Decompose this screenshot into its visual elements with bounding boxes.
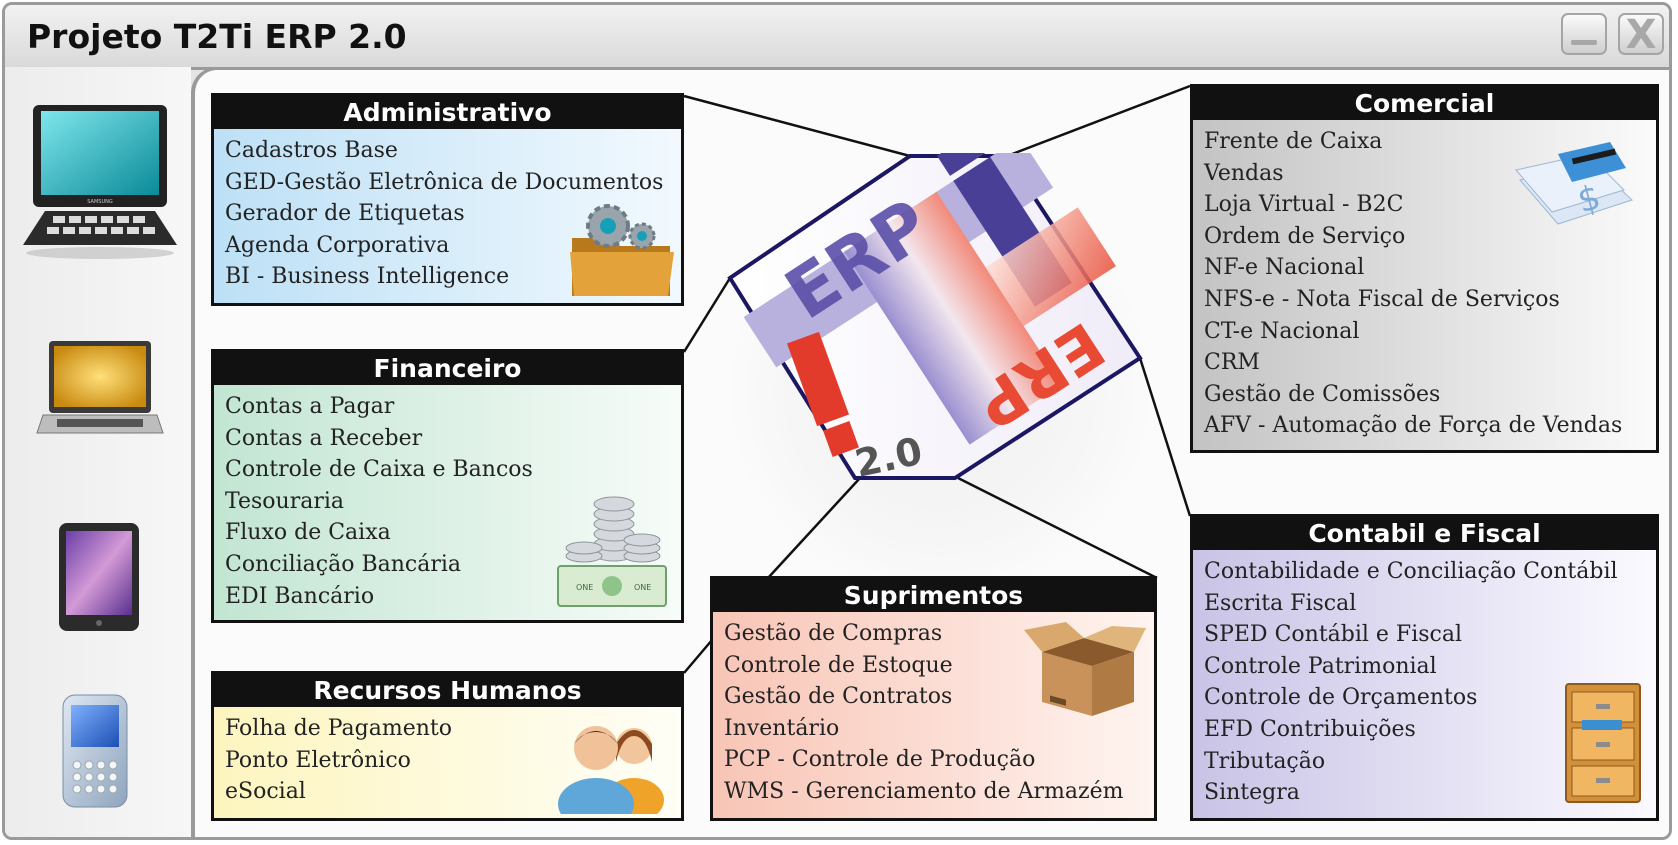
connector-financeiro [684, 278, 730, 352]
connector-comercial [1007, 86, 1190, 156]
list-item[interactable]: Contas a Pagar [225, 391, 681, 423]
credit-card-receipt-icon: $ [1512, 140, 1636, 236]
connector-administrativo [684, 96, 910, 156]
list-item[interactable]: Escrita Fiscal [1204, 588, 1656, 620]
list-item[interactable]: Cadastros Base [225, 135, 681, 167]
list-item[interactable]: Contabilidade e Conciliação Contábil [1204, 556, 1656, 588]
list-item[interactable]: WMS - Gerenciamento de Armazém [724, 776, 1154, 808]
module-title: Suprimentos [713, 579, 1154, 612]
list-item[interactable]: CT-e Nacional [1204, 316, 1656, 348]
cardboard-box-icon [1022, 622, 1148, 718]
list-item[interactable]: PCP - Controle de Produção [724, 744, 1154, 776]
list-item[interactable]: AFV - Automação de Força de Vendas [1204, 410, 1656, 442]
list-item[interactable]: Controle Patrimonial [1204, 651, 1656, 683]
module-title: Recursos Humanos [214, 674, 681, 707]
connector-suprimentos-right [958, 478, 1157, 578]
banknote-label-left: ONE [576, 583, 593, 592]
file-cabinet-icon [1562, 680, 1644, 806]
folder-gears-icon [568, 196, 678, 300]
t2ti-erp-logo: ERP ERP 2.0 [725, 153, 1145, 483]
list-item[interactable]: Controle de Caixa e Bancos [225, 454, 681, 486]
connector-suprimentos-left [768, 478, 860, 578]
list-item[interactable]: CRM [1204, 347, 1656, 379]
list-item[interactable]: GED-Gestão Eletrônica de Documentos [225, 167, 681, 199]
module-title: Contabil e Fiscal [1193, 517, 1656, 550]
list-item[interactable]: Contas a Receber [225, 423, 681, 455]
module-title: Comercial [1193, 87, 1656, 120]
list-item[interactable]: Gestão de Comissões [1204, 379, 1656, 411]
connector-contabil [1140, 358, 1190, 516]
list-item[interactable]: NFS-e - Nota Fiscal de Serviços [1204, 284, 1656, 316]
banknote-label-right: ONE [634, 583, 651, 592]
module-title: Financeiro [214, 352, 681, 385]
users-icon [550, 714, 674, 814]
coins-banknotes-icon: ONE ONE [554, 494, 672, 614]
list-item[interactable]: NF-e Nacional [1204, 252, 1656, 284]
connector-recursos-humanos [684, 640, 712, 673]
module-title: Administrativo [214, 96, 681, 129]
list-item[interactable]: SPED Contábil e Fiscal [1204, 619, 1656, 651]
